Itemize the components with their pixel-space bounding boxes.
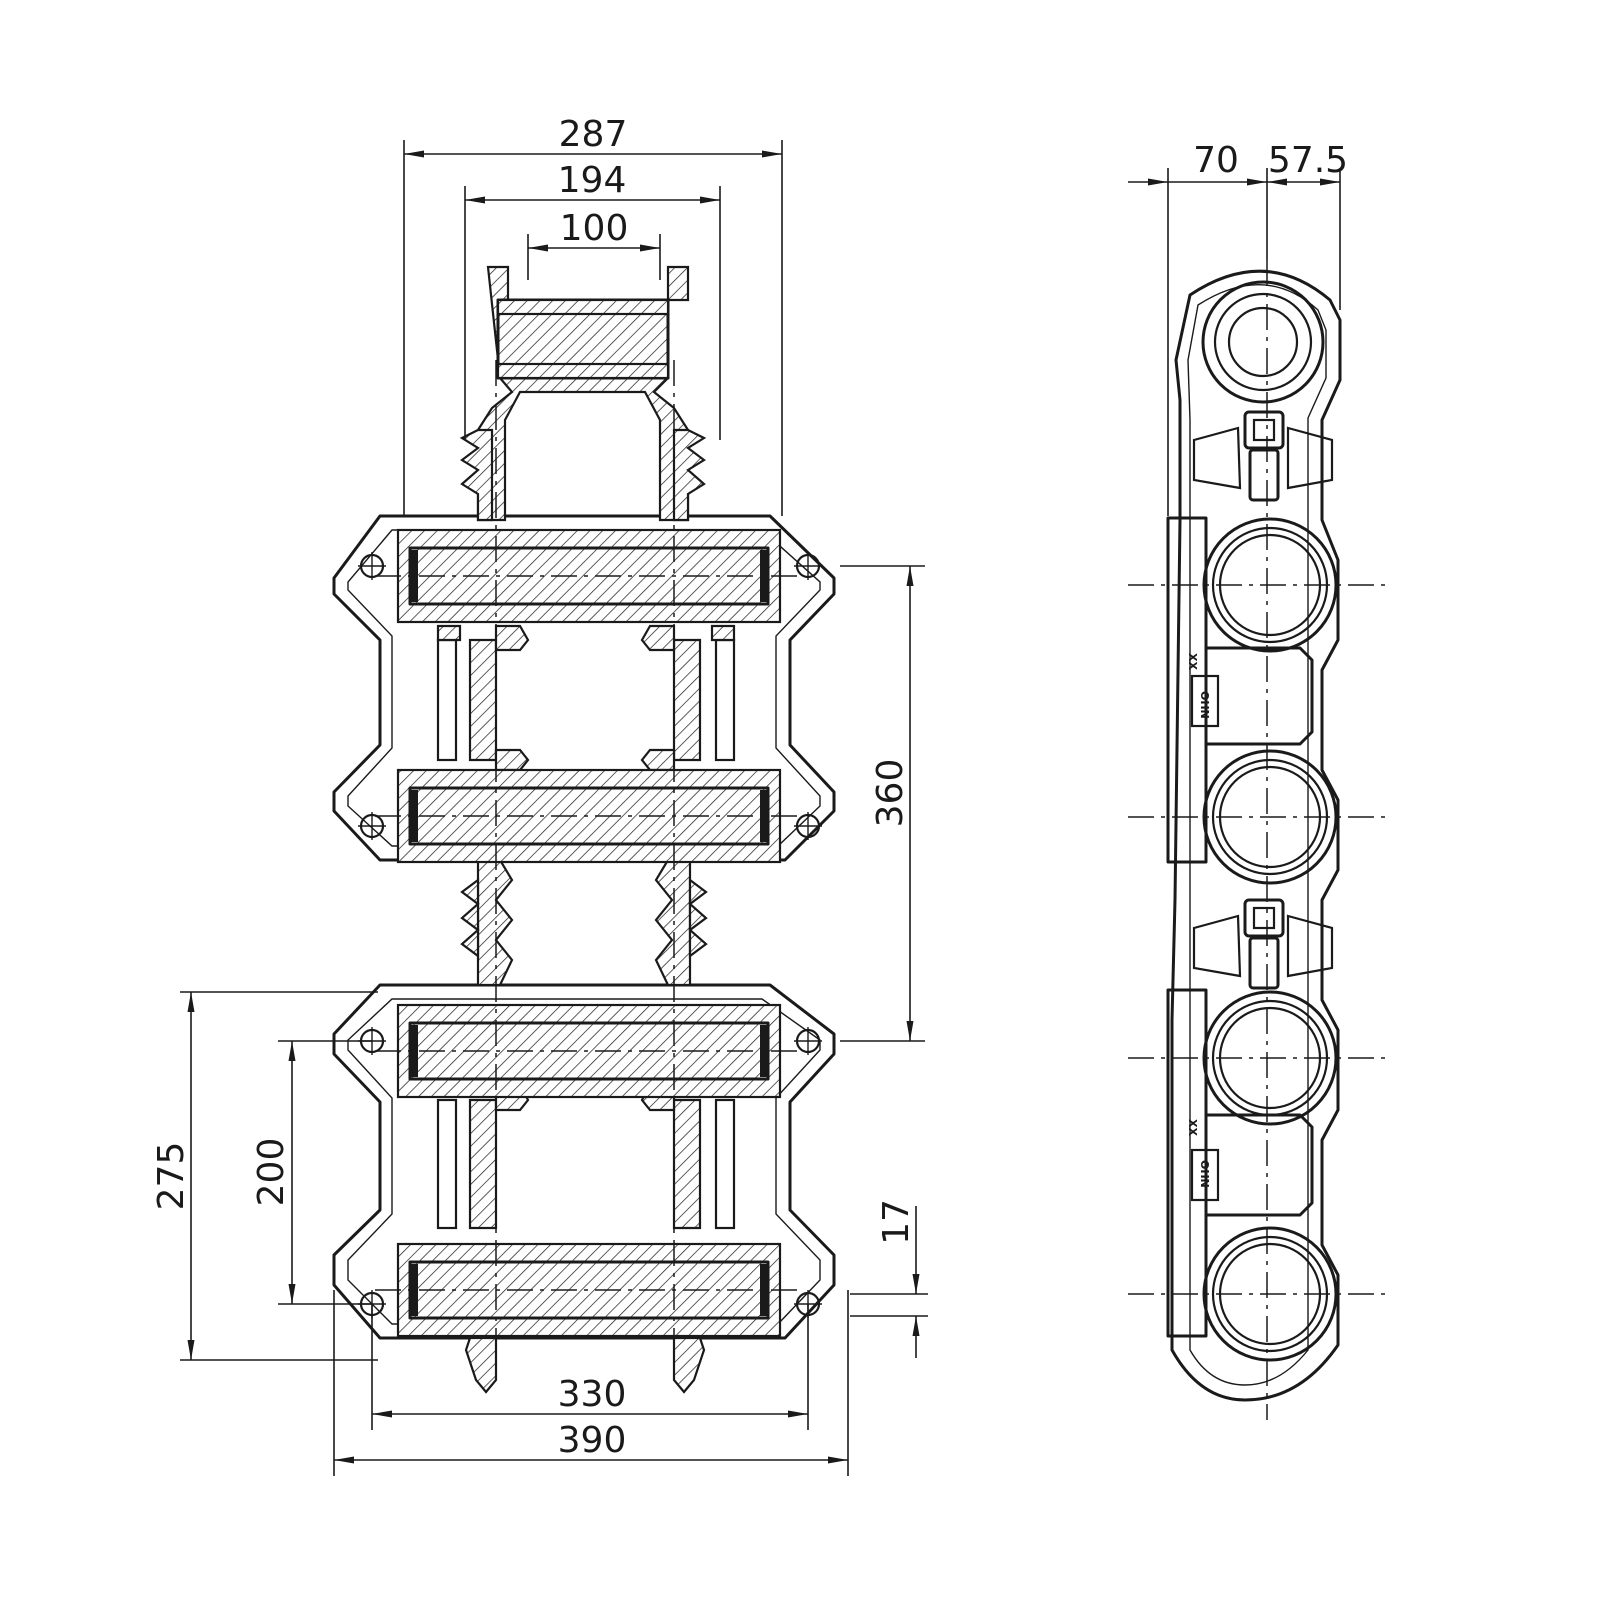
side-view: XX OHN XX OHN	[1128, 260, 1392, 1420]
riser-upper	[436, 624, 736, 772]
dimensions: 287 194 100 360 275 200 17	[151, 114, 1348, 1476]
mounting-plate-lower	[332, 983, 836, 1340]
dimension-194: 194	[558, 160, 627, 201]
side-body-outline	[1170, 269, 1342, 1402]
valve-cluster-lower	[1192, 898, 1334, 990]
valve-cluster-upper	[1192, 410, 1334, 502]
dimension-100: 100	[560, 208, 629, 249]
side-top-port	[1201, 280, 1325, 404]
mounting-hole-6	[794, 1027, 822, 1055]
marking-brand-upper: OHN	[1198, 691, 1211, 719]
inlet-pipe-top	[459, 265, 707, 522]
riser-lower	[436, 1084, 736, 1230]
marking-brand-lower: OHN	[1198, 1160, 1211, 1188]
dimension-200: 200	[251, 1138, 292, 1207]
label-plate-upper	[1190, 674, 1220, 728]
mounting-hole-1	[358, 552, 386, 580]
marking-xx-upper: XX	[1186, 653, 1199, 670]
outlet-stubs-bottom	[464, 1336, 706, 1394]
mounting-hole-4	[794, 812, 822, 840]
mounting-holes	[358, 552, 822, 1318]
dimension-17: 17	[876, 1199, 917, 1245]
side-body-inner	[1187, 284, 1327, 1386]
side-plate-lower	[1166, 988, 1208, 1338]
side-plate-upper	[1166, 516, 1208, 864]
marking-xx-lower: XX	[1186, 1119, 1199, 1136]
mounting-hole-3	[358, 812, 386, 840]
dimension-390: 390	[558, 1420, 627, 1461]
collar-upper	[1206, 646, 1314, 746]
front-view	[332, 265, 836, 1394]
label-plate-lower	[1190, 1148, 1220, 1202]
dimension-330: 330	[558, 1374, 627, 1415]
collar-lower	[1206, 1113, 1314, 1217]
dimension-70: 70	[1193, 140, 1239, 181]
dimension-57-5: 57.5	[1268, 140, 1348, 181]
connector-middle	[460, 858, 708, 987]
dimension-287: 287	[559, 114, 628, 155]
dimension-275: 275	[151, 1142, 192, 1211]
mounting-hole-2	[794, 552, 822, 580]
mounting-plate-upper	[332, 514, 836, 862]
dimension-360: 360	[870, 759, 911, 828]
